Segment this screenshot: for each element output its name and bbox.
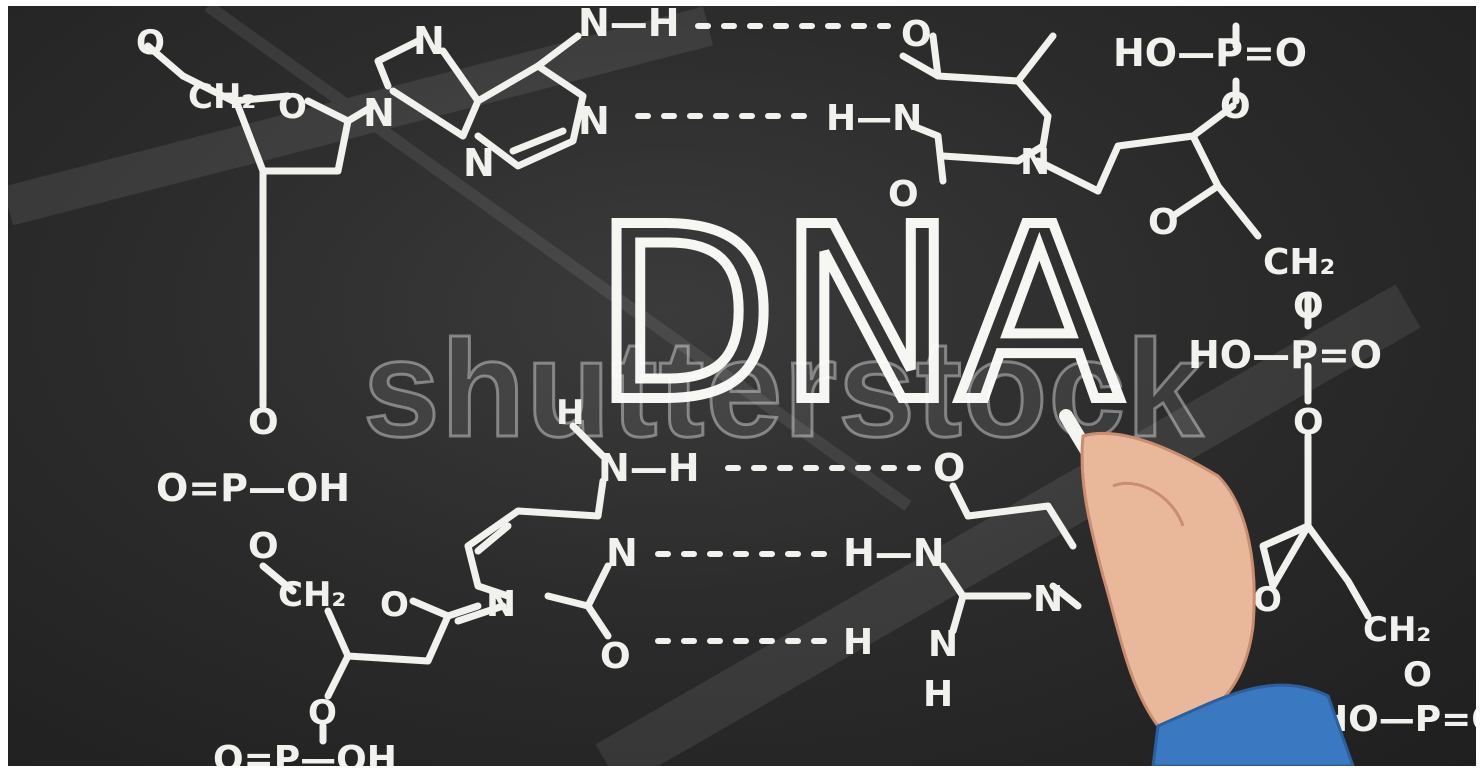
chalkboard: O CH₂ O N N N N N—H bbox=[8, 6, 1476, 766]
blue-sleeve bbox=[1151, 683, 1355, 766]
top-purine bbox=[374, 32, 587, 170]
bottom-left-sugar bbox=[259, 562, 482, 745]
label-o-left1: O bbox=[248, 402, 279, 443]
label-o-right1: O bbox=[1293, 286, 1324, 327]
label-n-top-right: N bbox=[1020, 142, 1050, 183]
label-h-n-mid: H—N bbox=[843, 531, 945, 575]
label-o-bottom-left2: O bbox=[308, 693, 337, 733]
chalk-drawing: O CH₂ O N N N N N—H bbox=[8, 6, 1476, 766]
label-n-bottom-left: N bbox=[486, 584, 516, 625]
label-o-top-right: O bbox=[901, 14, 932, 55]
label-h-top-mid: H bbox=[556, 393, 584, 433]
label-nh-mid: N—H bbox=[598, 446, 700, 490]
label-ch2-bottom-right: CH₂ bbox=[1363, 610, 1431, 650]
top-left-sugar bbox=[144, 42, 377, 410]
label-nh2-h: H bbox=[923, 674, 953, 715]
label-h-n-top: H—N bbox=[826, 98, 922, 139]
bottom-pyrimidine bbox=[454, 422, 612, 640]
label-h-bottom: H bbox=[843, 622, 873, 663]
top-pyrimidine bbox=[899, 32, 1102, 195]
label-ho-p-bottom-right: HO—P=O bbox=[1318, 699, 1476, 740]
bottom-purine bbox=[939, 482, 1082, 635]
label-n2: N bbox=[463, 141, 495, 185]
label-o-right2: O bbox=[1293, 402, 1324, 443]
label-o-top-left: O bbox=[136, 23, 165, 63]
heading-dna: DNA bbox=[593, 175, 1122, 455]
label-o-p-oh-left: O=P—OH bbox=[156, 466, 350, 510]
label-ch2-top-left: CH₂ bbox=[188, 77, 256, 117]
label-o-ring-bottom-right: O bbox=[1253, 580, 1282, 620]
label-n-bottom-right: N bbox=[1033, 579, 1063, 620]
label-o-mid: O bbox=[933, 446, 965, 490]
label-n3: N bbox=[578, 99, 610, 143]
label-o-bottom-left: O bbox=[600, 636, 631, 677]
label-o-bottom-right: O bbox=[1403, 655, 1432, 695]
label-n1: N bbox=[363, 91, 395, 135]
label-n-mid-left: N bbox=[606, 531, 638, 575]
label-o-p-oh-bottom: O=P—OH bbox=[213, 739, 397, 766]
top-right-sugar bbox=[1094, 22, 1372, 620]
label-nh2-n: N bbox=[928, 624, 958, 665]
label-o-top-right3: O bbox=[1220, 86, 1251, 127]
label-nh-top: N—H bbox=[578, 6, 680, 45]
label-o-top-right2: O bbox=[888, 174, 919, 215]
label-o-ring-bottom-left: O bbox=[380, 585, 409, 625]
label-o-ring-top-right: O bbox=[1148, 202, 1179, 243]
hand-with-chalk bbox=[1059, 409, 1355, 766]
label-ho-p-o-top-right: HO—P=O bbox=[1113, 31, 1307, 75]
label-ch2-top-right: CH₂ bbox=[1263, 242, 1335, 283]
watermark-text: shutterstock bbox=[363, 312, 1203, 466]
label-o-ring-top-left: O bbox=[278, 87, 307, 127]
label-ho-p-o-right: HO—P=O bbox=[1188, 333, 1382, 377]
hand bbox=[1080, 431, 1256, 728]
label-n-eq: N bbox=[413, 19, 445, 63]
label-ch2-bottom-left: CH₂ bbox=[278, 575, 346, 615]
label-o-left2: O bbox=[248, 526, 279, 567]
